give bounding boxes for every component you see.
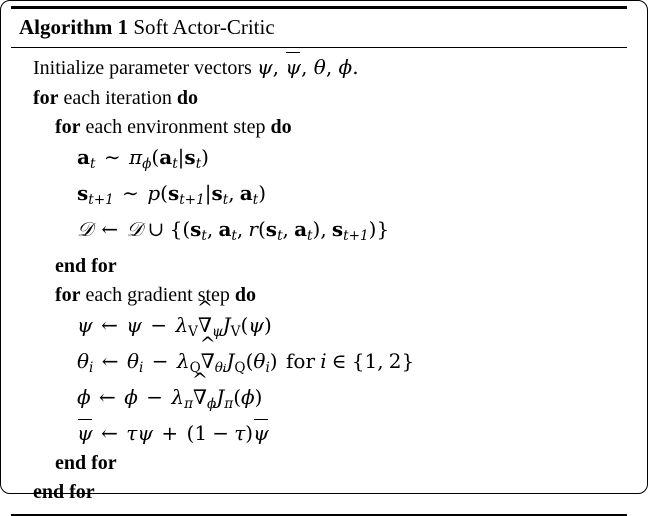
algorithm-number: 1 — [117, 15, 129, 39]
initialize-math: ψ, ψ, θ, ϕ. — [257, 52, 359, 79]
line-update-phi: ϕ←ϕ−λπ∇ϕJπ(ϕ) — [11, 383, 627, 419]
for-roman-keyword: for — [286, 348, 316, 373]
for-environment-step-text: each environment step — [85, 116, 266, 139]
algorithm-block: Algorithm 1 Soft Actor-Critic Initialize… — [11, 6, 627, 516]
end-for-keyword: end for — [55, 254, 117, 277]
line-end-for-gradient-step: end for — [11, 449, 627, 479]
for-gradient-step-text: each gradient step — [85, 284, 230, 307]
end-for-keyword: end for — [55, 451, 117, 474]
line-end-for-environment-step: end for — [11, 252, 627, 282]
for-keyword: for — [55, 284, 81, 307]
algorithm-top-rule — [11, 6, 627, 9]
line-update-psi: ψ←ψ−λV∇ψJV(ψ) — [11, 311, 627, 347]
line-update-buffer: 𝒟←𝒟∪{(st,at,r(st,at),st+1)} — [77, 217, 390, 245]
algorithm-bottom-rule — [11, 513, 627, 516]
line-for-iteration: for each iteration do — [11, 84, 627, 114]
do-keyword: do — [176, 86, 198, 109]
for-keyword: for — [55, 116, 81, 139]
algorithm-keyword: Algorithm — [19, 15, 113, 39]
line-sample-action: at∼πϕ(at|st) — [77, 144, 209, 172]
end-for-keyword: end for — [33, 481, 95, 504]
line-for-gradient-step: for each gradient step do — [11, 281, 627, 311]
page-frame: Algorithm 1 Soft Actor-Critic Initialize… — [0, 0, 648, 494]
line-end-for-iteration: end for — [11, 478, 627, 508]
do-keyword: do — [234, 284, 257, 307]
for-iteration-text: each iteration — [63, 86, 172, 109]
line-update-target: ψ←τψ+(1−τ)ψ — [11, 418, 627, 449]
algorithm-title-text: Soft Actor-Critic — [133, 15, 275, 39]
line-for-environment-step: for each environment step do — [11, 113, 627, 143]
initialize-text: Initialize parameter vectors — [33, 57, 252, 80]
line-sample-next-state: st+1∼p(st+1|st,at) — [77, 180, 267, 208]
algorithm-title-rule — [11, 46, 627, 49]
for-keyword: for — [33, 86, 59, 109]
algorithm-title: Algorithm 1 Soft Actor-Critic — [11, 9, 627, 47]
do-keyword: do — [270, 116, 292, 139]
